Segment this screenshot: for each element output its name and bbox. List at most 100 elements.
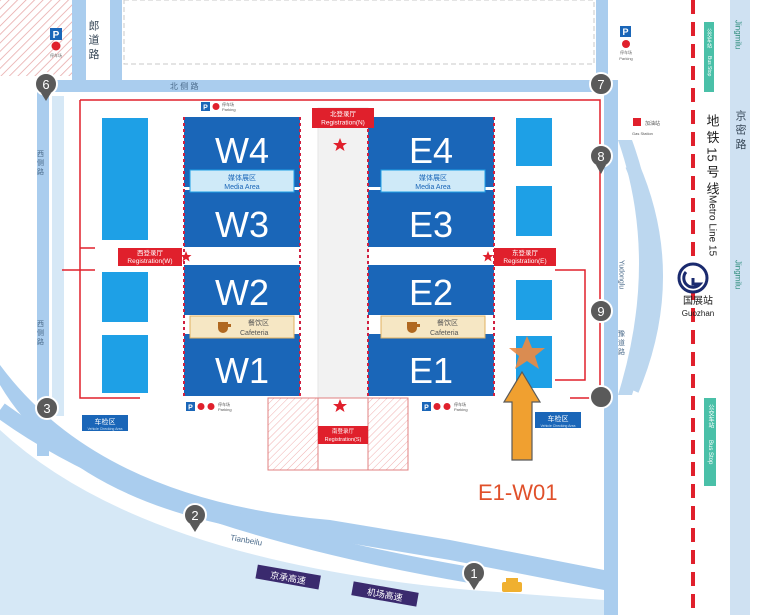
svg-text:P: P	[188, 405, 193, 412]
gate-6: 7	[589, 72, 613, 96]
booth-marker	[509, 336, 552, 388]
star-icon	[333, 138, 347, 151]
road-label-jingmi-lower: Jingmilu	[734, 260, 743, 289]
road-label-jingmi: Jingmilu	[734, 20, 743, 49]
registration-north: 北登录厅 Registration(N)	[312, 108, 374, 128]
road-label-yudonglu: Yudonglu	[618, 260, 625, 289]
gate-1: 1	[462, 561, 486, 590]
star-icon	[180, 251, 192, 262]
svg-text:8: 8	[597, 149, 604, 164]
svg-text:Registration(N): Registration(N)	[321, 120, 365, 127]
road-south-lower	[0, 430, 604, 615]
star-icon	[333, 399, 347, 412]
svg-text:Bus Stop: Bus Stop	[707, 440, 713, 465]
svg-text:停车场: 停车场	[454, 401, 466, 407]
coffee-cup-icon	[218, 322, 231, 333]
road-label-north: 北 侧 路	[170, 81, 198, 91]
svg-text:停车场: 停车场	[218, 401, 230, 407]
north-plaza	[123, 0, 595, 65]
hall-label-w2: W2	[215, 272, 269, 313]
metro-line-label-en: Metro Line 15	[707, 195, 718, 257]
svg-text:7: 7	[597, 77, 604, 92]
vehicle-check-west: 车检区 Vehicle Checking Area	[82, 415, 128, 431]
road-label-yudonglu-cn: 豫 道 路	[618, 329, 626, 356]
svg-text:加油站: 加油站	[645, 120, 660, 127]
svg-text:Parking: Parking	[619, 56, 633, 61]
svg-text:车检区: 车检区	[548, 414, 569, 423]
svg-text:Vehicle Checking Area: Vehicle Checking Area	[87, 427, 122, 431]
svg-text:停车场: 停车场	[50, 52, 62, 58]
star-icon	[482, 251, 494, 262]
svg-text:P: P	[203, 105, 208, 112]
metro-station-guozhan: 国展站 Guozhan	[677, 262, 714, 318]
side-blocks	[102, 118, 552, 393]
registration-south: 南登录厅 Registration(S)	[318, 426, 368, 444]
svg-text:停车场: 停车场	[620, 49, 632, 55]
hall-label-e3: E3	[409, 204, 453, 245]
registration-stars	[180, 138, 494, 412]
svg-text:餐饮区: 餐饮区	[437, 318, 458, 327]
taxi-icon	[502, 578, 522, 592]
svg-text:国展站: 国展站	[683, 294, 713, 307]
road-network	[37, 0, 750, 615]
svg-text:北登录厅: 北登录厅	[330, 109, 357, 118]
callout-arrow	[502, 370, 542, 461]
registration-west: 西登录厅 Registration(W)	[118, 248, 182, 266]
svg-text:P: P	[424, 405, 429, 412]
gate-7: 8	[589, 144, 613, 174]
metro-logo-icon	[682, 271, 704, 289]
highway-label-jingcheng: 京承高速	[255, 564, 321, 590]
callout-label: E1-W01	[478, 480, 557, 505]
svg-text:1: 1	[470, 566, 477, 581]
hall-label-e2: E2	[409, 272, 453, 313]
svg-text:公交车站: 公交车站	[707, 404, 714, 429]
hall-label-w1: W1	[215, 350, 269, 391]
hall-label-e1: E1	[409, 350, 453, 391]
hall-label-e4: E4	[409, 130, 453, 171]
media-area-west: 媒体展区 Media Area	[189, 169, 295, 193]
svg-text:Registration(W): Registration(W)	[127, 258, 172, 265]
svg-text:P: P	[622, 27, 628, 37]
svg-text:西登录厅: 西登录厅	[137, 248, 164, 257]
road-label-top-left: 郎 道 路	[87, 19, 100, 60]
media-area-east: 媒体展区 Media Area	[380, 169, 486, 193]
gate-3: 3	[35, 396, 59, 420]
svg-text:9: 9	[597, 304, 604, 319]
svg-text:Media Area: Media Area	[224, 184, 260, 191]
svg-text:Guozhan: Guozhan	[682, 309, 714, 318]
central-concourse	[317, 107, 369, 399]
vehicle-check-east: 车检区 Vehicle Checking Area	[535, 412, 581, 428]
svg-text:Vehicle Checking Area: Vehicle Checking Area	[540, 424, 575, 428]
svg-text:3: 3	[43, 401, 50, 416]
svg-text:餐饮区: 餐饮区	[248, 318, 269, 327]
svg-text:Parking: Parking	[218, 407, 232, 412]
svg-text:Gas Station: Gas Station	[632, 131, 653, 136]
parking-southeast: P 停车场 Parking	[422, 401, 468, 412]
metro-line-label-cn: 地 铁 15 号 线	[705, 114, 720, 195]
svg-text:P: P	[53, 30, 60, 41]
registration-east: 东登录厅 Registration(E)	[494, 248, 556, 266]
booth-star-icon	[509, 336, 545, 369]
svg-text:2: 2	[191, 508, 198, 523]
svg-text:东登录厅: 东登录厅	[512, 248, 539, 257]
hall-label-w4: W4	[215, 130, 269, 171]
gas-station: 加油站 Gas Station	[632, 118, 660, 136]
svg-text:南登录厅: 南登录厅	[332, 427, 355, 435]
gate-8: 9	[589, 299, 613, 323]
svg-text:Media Area: Media Area	[415, 184, 451, 191]
parking-north: P 停车场 Parking	[201, 101, 236, 112]
road-label-jingmi-cn: 京 密 路	[734, 109, 747, 150]
svg-text:媒体展区: 媒体展区	[228, 173, 256, 182]
svg-text:Cafeteria: Cafeteria	[430, 330, 459, 337]
svg-text:公交车站: 公交车站	[706, 28, 712, 49]
hall-label-w3: W3	[215, 204, 269, 245]
bus-stop-top: 公交车站 Bus Stop	[704, 22, 714, 92]
road-label-west: 西 侧 路	[37, 150, 45, 176]
coffee-cup-icon	[407, 322, 420, 333]
svg-text:Bus Stop: Bus Stop	[706, 56, 712, 77]
svg-text:Parking: Parking	[454, 407, 468, 412]
svg-text:媒体展区: 媒体展区	[419, 173, 447, 182]
cafeteria-west: 餐饮区 Cafeteria	[189, 315, 295, 339]
svg-text:Cafeteria: Cafeteria	[240, 330, 269, 337]
gate-9	[589, 385, 613, 409]
